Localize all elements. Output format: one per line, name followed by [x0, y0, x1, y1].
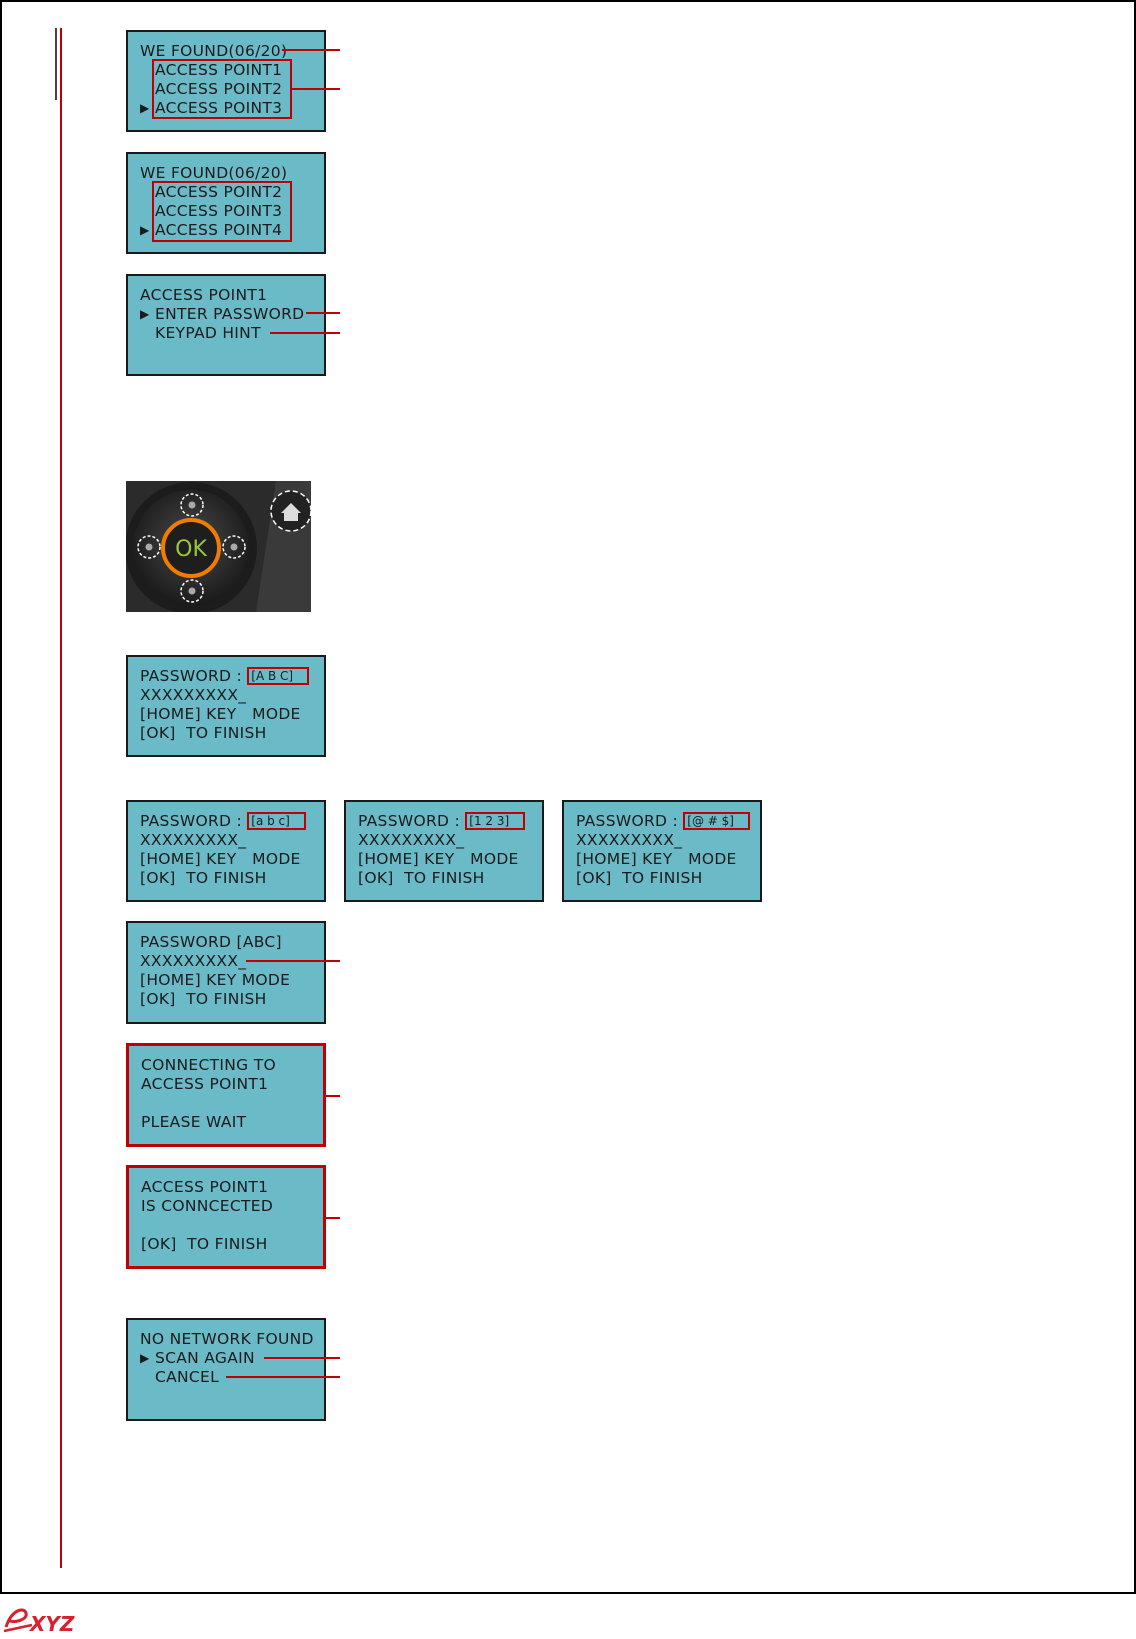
lcd-text-line [141, 1216, 323, 1235]
callout-line [306, 312, 340, 314]
lcd-connecting: CONNECTING TO ACCESS POINT1 PLEASE WAIT [126, 1043, 326, 1147]
lcd-hint-line: [OK] TO FINISH [358, 869, 485, 887]
lcd-header: NO NETWORK FOUND [140, 1330, 314, 1348]
lcd-text-line: ACCESS POINT1 [141, 1075, 269, 1093]
right-key-icon [222, 535, 246, 559]
callout-line [292, 88, 340, 90]
keypad-photo: OK [126, 481, 311, 612]
lcd-access-point-menu: ACCESS POINT1 ▶ENTER PASSWORD KEYPAD HIN… [126, 274, 326, 376]
masked-password: XXXXXXXXX_ [358, 831, 465, 849]
lcd-hint-line: [HOME] KEY MODE [140, 971, 291, 989]
margin-tick [55, 28, 57, 100]
lcd-hint-line: [OK] TO FINISH [140, 990, 267, 1008]
callout-line [326, 1217, 340, 1219]
xyz-logo-mark: XYZ [3, 1608, 75, 1636]
lcd-text-line: CONNECTING TO [141, 1056, 276, 1074]
lcd-password-uppercase: PASSWORD : [A B C] XXXXXXXXX_ [HOME] KEY… [126, 655, 326, 757]
lcd-hint-line: [OK] TO FINISH [140, 869, 267, 887]
up-key-icon [180, 493, 204, 517]
logo-text: XYZ [28, 1612, 75, 1636]
lcd-no-network: NO NETWORK FOUND ▶SCAN AGAIN CANCEL [126, 1318, 326, 1421]
masked-password: XXXXXXXXX_ [140, 952, 247, 970]
masked-password: XXXXXXXXX_ [140, 686, 247, 704]
lcd-list-item: ACCESS POINT1 [155, 61, 283, 79]
lcd-text-line: IS CONNCECTED [141, 1197, 274, 1215]
lcd-text-line: ACCESS POINT1 [141, 1178, 269, 1196]
callout-line [326, 1095, 340, 1097]
lcd-list-item: ACCESS POINT2 [155, 183, 283, 201]
lcd-text-line [141, 1094, 323, 1113]
callout-line [282, 49, 340, 51]
lcd-password-symbols: PASSWORD : [@ # $] XXXXXXXXX_ [HOME] KEY… [562, 800, 762, 902]
lcd-list-item-selected: ▶ACCESS POINT4 [140, 221, 283, 239]
key-mode-box: [A B C] [247, 667, 310, 685]
callout-line [270, 332, 340, 334]
lcd-hint-line: [HOME] KEY MODE [576, 850, 737, 868]
ok-key-label: OK [175, 537, 207, 562]
password-label-row: PASSWORD : [a b c] [140, 812, 324, 831]
selector-arrow-icon: ▶ [140, 101, 150, 115]
selector-arrow-icon: ▶ [140, 307, 150, 321]
lcd-password-entered: PASSWORD [ABC] XXXXXXXXX_ [HOME] KEY MOD… [126, 921, 326, 1024]
callout-line [226, 1376, 340, 1378]
lcd-hint-line: [HOME] KEY MODE [140, 850, 301, 868]
lcd-menu-item-selected: ▶SCAN AGAIN [140, 1349, 255, 1367]
lcd-header: ACCESS POINT1 [140, 286, 268, 304]
password-label-row: PASSWORD : [A B C] [140, 667, 324, 686]
lcd-hint-line: [HOME] KEY MODE [140, 705, 301, 723]
password-label-row: PASSWORD : [@ # $] [576, 812, 760, 831]
lcd-hint-line: [HOME] KEY MODE [358, 850, 519, 868]
lcd-found-list-1: WE FOUND(06/20) ACCESS POINT1 ACCESS POI… [126, 30, 326, 132]
lcd-header: WE FOUND(06/20) [140, 164, 288, 182]
left-key-icon [137, 535, 161, 559]
lcd-menu-item-selected: ▶ENTER PASSWORD [140, 305, 305, 323]
keypad-illustration: OK [126, 481, 311, 612]
lcd-text-line: [OK] TO FINISH [141, 1235, 268, 1253]
callout-line [246, 960, 340, 962]
lcd-header: WE FOUND(06/20) [140, 42, 288, 60]
list-highlight-box [152, 59, 292, 119]
masked-password: XXXXXXXXX_ [576, 831, 683, 849]
selector-arrow-icon: ▶ [140, 223, 150, 237]
lcd-text-line: PLEASE WAIT [141, 1113, 247, 1131]
lcd-found-list-2: WE FOUND(06/20) ACCESS POINT2 ACCESS POI… [126, 152, 326, 254]
password-label-row: PASSWORD : [1 2 3] [358, 812, 542, 831]
key-mode-box: [1 2 3] [465, 812, 526, 830]
lcd-list-item: ACCESS POINT2 [155, 80, 283, 98]
lcd-list-item: ACCESS POINT3 [155, 202, 283, 220]
lcd-connected: ACCESS POINT1 IS CONNCECTED [OK] TO FINI… [126, 1165, 326, 1269]
password-label: PASSWORD [ABC] [140, 933, 282, 951]
page-frame [0, 0, 1136, 1594]
masked-password: XXXXXXXXX_ [140, 831, 247, 849]
callout-line [264, 1357, 340, 1359]
list-highlight-box [152, 181, 292, 242]
lcd-list-item-selected: ▶ACCESS POINT3 [140, 99, 283, 117]
lcd-password-numeric: PASSWORD : [1 2 3] XXXXXXXXX_ [HOME] KEY… [344, 800, 544, 902]
key-mode-box: [@ # $] [683, 812, 750, 830]
margin-line [60, 28, 62, 1568]
selector-arrow-icon: ▶ [140, 1351, 150, 1365]
lcd-hint-line: [OK] TO FINISH [140, 724, 267, 742]
home-key-icon [270, 490, 311, 532]
lcd-menu-item: KEYPAD HINT [155, 324, 261, 342]
lcd-hint-line: [OK] TO FINISH [576, 869, 703, 887]
xyz-logo: XYZ [2, 1601, 92, 1639]
lcd-password-lowercase: PASSWORD : [a b c] XXXXXXXXX_ [HOME] KEY… [126, 800, 326, 902]
down-key-icon [180, 579, 204, 603]
lcd-menu-item: CANCEL [155, 1368, 220, 1386]
key-mode-box: [a b c] [247, 812, 306, 830]
